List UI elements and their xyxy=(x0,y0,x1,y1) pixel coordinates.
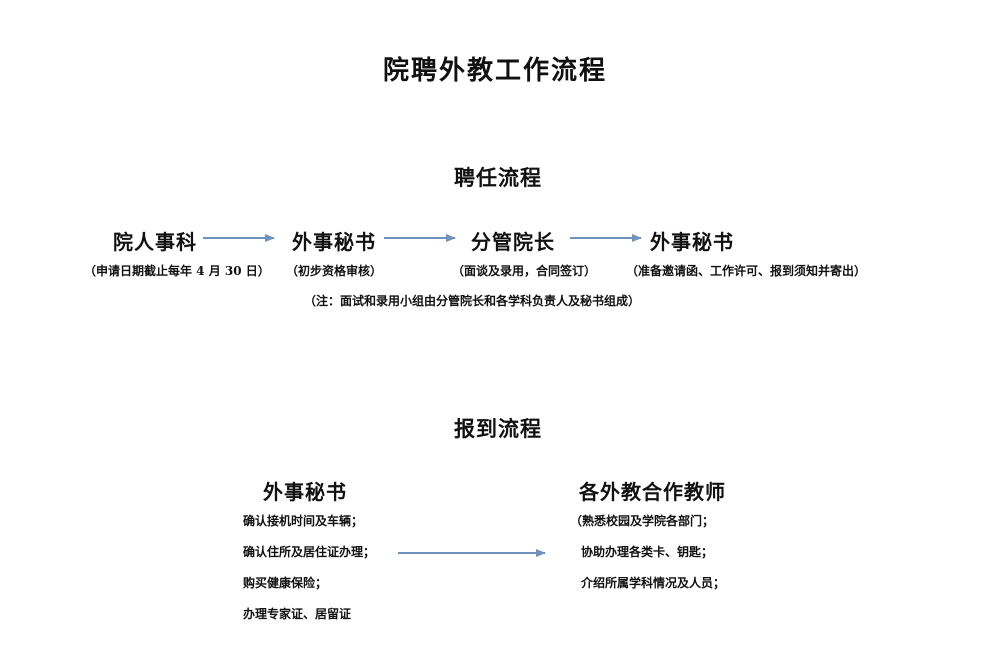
hiring-step-personnel-office: 院人事科 xyxy=(113,230,197,254)
hiring-heading: 聘任流程 xyxy=(454,165,542,190)
arrival-heading: 报到流程 xyxy=(454,416,542,441)
hiring-step-foreign-affairs-secretary: 外事秘书 xyxy=(292,230,376,254)
hiring-step-foreign-affairs-secretary-final: 外事秘书 xyxy=(650,230,734,254)
arrival-teacher-task: （熟悉校园及学院各部门； xyxy=(570,514,715,528)
hiring-step-note: （初步资格审核） xyxy=(286,264,383,278)
hiring-step-note: （申请日期截止每年 4 月 30 日） xyxy=(84,264,270,278)
hiring-step-note: （准备邀请函、工作许可、报到须知并寄出） xyxy=(626,264,867,278)
hiring-step-vice-dean: 分管院长 xyxy=(471,230,555,254)
arrival-partner-teachers: 各外教合作教师 xyxy=(579,480,726,504)
arrival-secretary-task: 确认住所及居住证办理； xyxy=(243,545,376,559)
arrival-secretary-task: 办理专家证、居留证 xyxy=(243,607,352,621)
arrival-teacher-task: 协助办理各类卡、钥匙； xyxy=(581,545,714,559)
arrival-secretary-task: 购买健康保险； xyxy=(243,576,328,590)
hiring-step-note: （面谈及录用，合同签订） xyxy=(452,264,597,278)
hiring-remark: （注：面试和录用小组由分管院长和各学科负责人及秘书组成） xyxy=(304,294,641,308)
arrival-secretary-task: 确认接机时间及车辆； xyxy=(243,514,364,528)
page-title: 院聘外教工作流程 xyxy=(383,56,608,86)
arrival-teacher-task: 介绍所属学科情况及人员； xyxy=(581,576,726,590)
arrival-foreign-affairs-secretary: 外事秘书 xyxy=(263,480,347,504)
